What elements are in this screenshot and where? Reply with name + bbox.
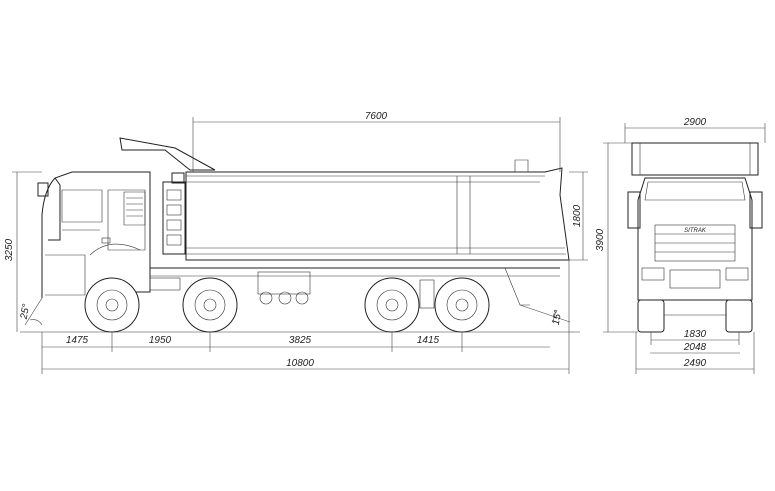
side-view-truck <box>20 137 580 333</box>
dim-wheelbase-2: 3825 <box>289 335 312 346</box>
wheel-rear-1 <box>364 277 420 333</box>
cab <box>37 171 151 298</box>
dim-wheelbase-1: 1950 <box>149 335 172 346</box>
cab-rear-equipment <box>162 172 186 255</box>
dim-track-inner: 1830 <box>684 329 707 340</box>
front-view-truck: SITRAK <box>627 142 763 333</box>
dim-overall-width: 2490 <box>683 358 707 369</box>
dim-approach-angle: 25° <box>19 303 33 321</box>
wheel-front-1 <box>84 277 140 333</box>
wheel-rear-2 <box>434 277 490 333</box>
dim-front-overhang: 1475 <box>66 335 89 346</box>
dim-front-height: 3900 <box>595 228 606 251</box>
side-view-dimensions: 7600 1475 1950 3825 1415 10800 3250 1800… <box>4 111 588 374</box>
dim-body-length: 7600 <box>365 111 388 122</box>
dim-overall-height: 3250 <box>4 238 15 261</box>
front-view-dimensions: 2900 3900 1830 2048 2490 <box>595 117 766 374</box>
wheel-front-2 <box>182 277 238 333</box>
grille-badge: SITRAK <box>684 228 707 234</box>
dim-body-width: 2900 <box>683 117 707 128</box>
dump-body <box>119 137 570 261</box>
dim-wheelbase-3: 1415 <box>417 335 440 346</box>
dim-body-height: 1800 <box>572 204 583 227</box>
dim-track: 2048 <box>683 342 707 353</box>
dim-departure-angle: 15° <box>551 309 564 326</box>
dim-overall-length: 10800 <box>286 358 314 369</box>
